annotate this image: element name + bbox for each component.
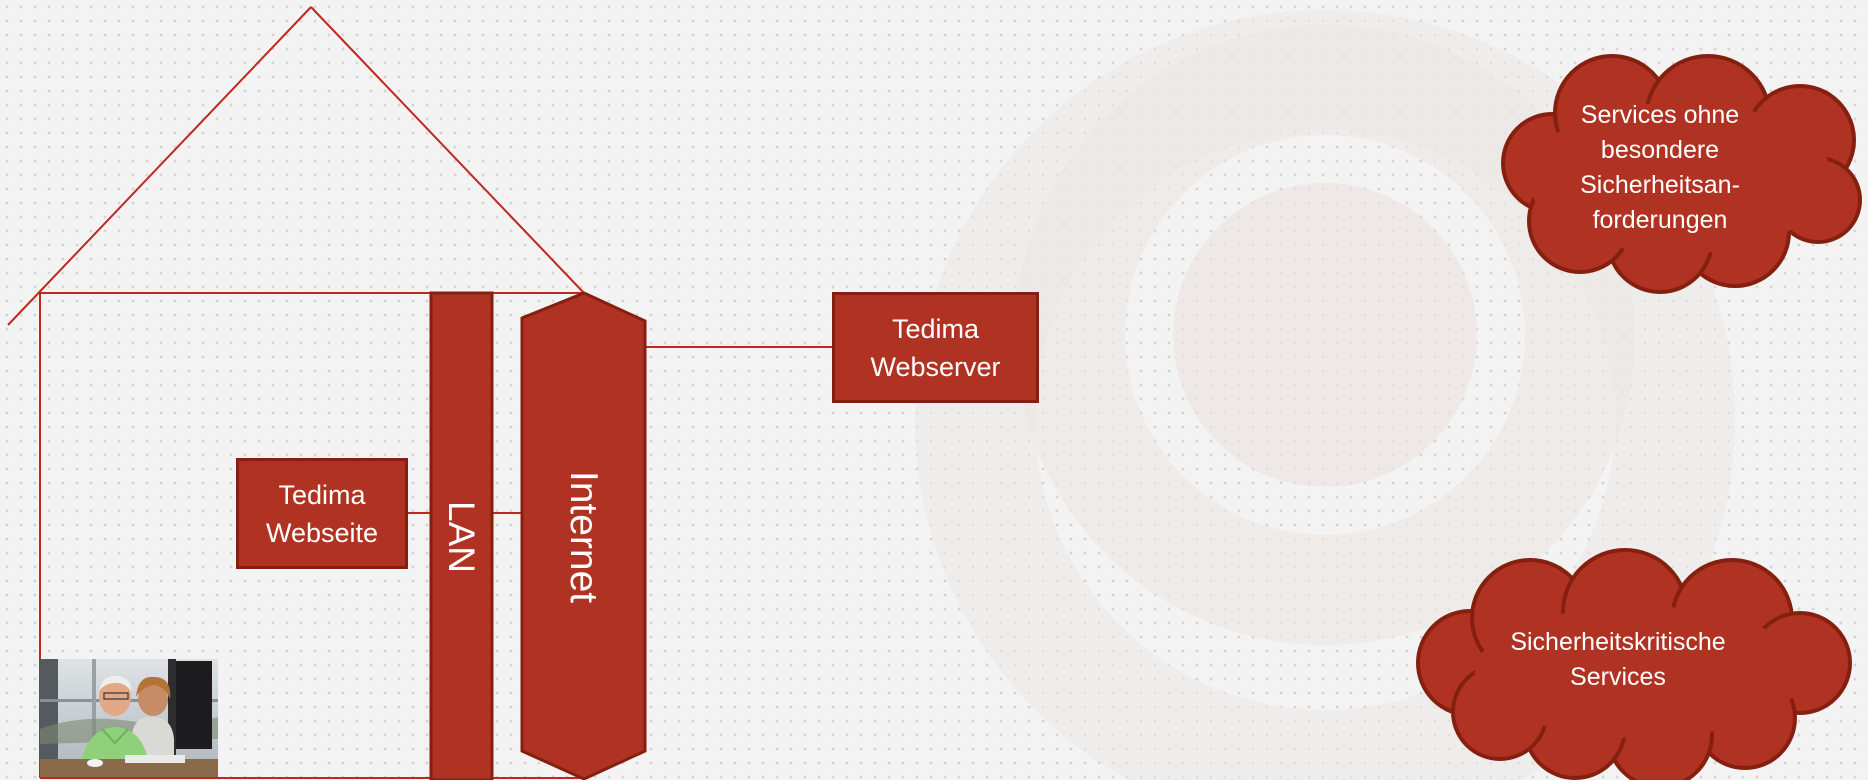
cloud-general-services	[1501, 54, 1862, 294]
connection-lines	[406, 346, 833, 514]
lan-label: LAN	[441, 501, 482, 573]
webserver-line1: Tedima	[891, 313, 980, 344]
cloud-critical-line2: Services	[1570, 663, 1666, 691]
internet-label: Internet	[562, 470, 605, 604]
tedima-webserver-box: Tedima Webserver	[832, 292, 1039, 403]
webserver-line2: Webserver	[870, 351, 1001, 382]
cloud-general-text: Services ohne besondere Sicherheitsan- f…	[1580, 98, 1740, 238]
tedima-webseite-box: Tedima Webseite	[236, 458, 408, 569]
cloud-critical-services	[1416, 548, 1852, 780]
photo-illustration	[40, 659, 218, 777]
cloud-general-line3: Sicherheitsan-	[1580, 171, 1740, 199]
internet-bar	[520, 291, 647, 780]
webseite-line1: Tedima	[278, 479, 366, 510]
roof-right-line	[310, 6, 585, 294]
cloud-critical-text: Sicherheitskritische Services	[1510, 625, 1725, 695]
cloud-critical-line1: Sicherheitskritische	[1510, 628, 1726, 656]
webseite-line2: Webseite	[265, 517, 379, 548]
elderly-couple-at-computer-photo	[40, 659, 218, 777]
lan-bar	[429, 291, 494, 780]
cloud-general-line4: forderungen	[1592, 206, 1728, 234]
cloud-general-line1: Services ohne	[1580, 101, 1740, 129]
roof-left-line	[7, 6, 312, 326]
cloud-general-line2: besondere	[1600, 136, 1720, 164]
